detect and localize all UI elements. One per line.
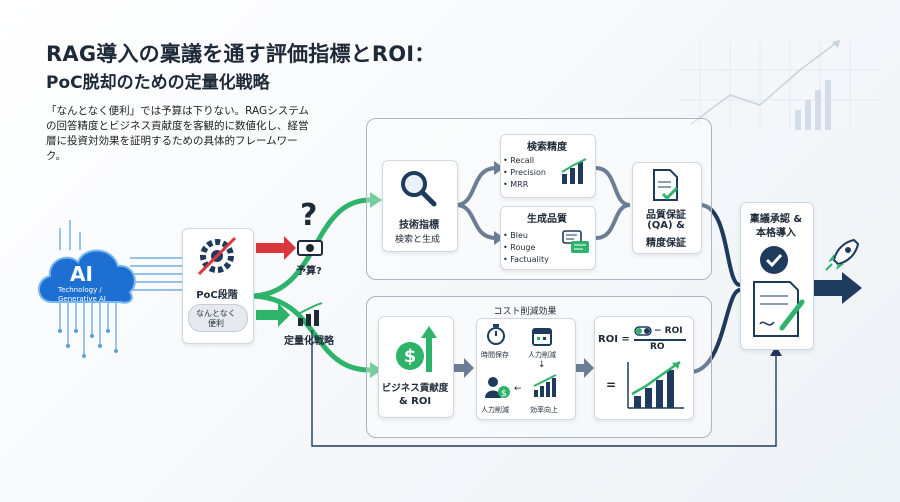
rising-bars-icon [561,158,587,184]
qa-line3: 精度保証 [646,238,686,249]
roi-equals: = [606,378,617,392]
budget-question-mark: ? [300,198,318,233]
ai-cloud-line2: Generative AI [58,295,106,303]
cost-labor-bottom-label: 人力削減 [481,406,509,414]
generation-title: 生成品質 [527,214,567,225]
ai-cloud-big: AI [70,262,93,286]
tech-label-line2: 検索と生成 [395,235,441,245]
down-arrow-icon: ↓ [538,360,546,370]
approval-document-icon [753,246,805,337]
cost-title: コスト削減効果 [493,307,557,317]
cost-efficiency-label: 効率向上 [530,406,558,414]
stopwatch-icon [487,324,505,345]
cost-labor-top-label: 人力削減 [528,351,556,359]
calendar-icon [532,328,552,346]
roi-numerator: − ROI [654,326,683,336]
poc-pill-line1: なんとなく [196,309,236,318]
svg-text:$: $ [501,389,507,399]
retrieval-item-1: • Recall [503,156,535,165]
poc-pill-line2: 便利 [208,319,224,328]
generation-item-3: • Factuality [503,255,549,264]
rocket-icon [825,238,860,271]
chat-bubble-icon [562,230,589,253]
biz-line1: ビジネス貢献度 [381,383,449,394]
money-icon [297,240,323,256]
biz-line2: & ROI [398,396,432,407]
retrieval-item-3: • MRR [503,180,529,189]
magnifier-icon [401,171,437,207]
page-subtitle: PoC脱却のための定量化戦略 [46,73,270,93]
page-title: RAG導入の稟議を通す評価指標とROI： [46,42,436,66]
poc-pill [188,304,248,332]
roi-denominator: RO [650,342,665,352]
intro-text: 「なんとなく便利」では予算は下りない。RAGシステムの回答精度とビジネス貢献度を… [46,105,309,162]
person-dollar-icon: $ [485,377,510,399]
gear-icon [197,236,237,276]
growth-bars-icon [533,374,557,397]
retrieval-title: 検索精度 [527,142,567,153]
generation-item-1: • Bleu [503,231,528,240]
retrieval-item-2: • Precision [503,168,546,177]
toggle-icon [634,326,652,336]
generation-item-2: • Rouge [503,243,536,252]
ai-cloud-line1: Technology / [58,286,102,294]
roi-fraction-line [634,339,686,341]
cost-time-label: 時間保存 [481,351,509,359]
poc-label: PoC段階 [196,290,238,301]
roi-growth-chart-icon [627,360,684,409]
ai-cloud-icon [38,249,136,304]
roi-lhs: ROI = [598,334,630,345]
svg-text:$: $ [404,346,417,367]
dollar-growth-icon: $ [396,326,437,372]
document-check-icon [653,169,679,201]
quant-label: 定量化戦略 [284,336,334,347]
budget-label: 予算? [296,266,322,277]
approval-line1: 稟議承認 & [749,214,803,225]
qa-line1: 品質保証 [646,210,686,221]
qa-line2: (QA) & [647,220,685,231]
approval-line2: 本格導入 [756,228,796,239]
left-arrow-icon: ← [514,384,522,394]
bar-chart-icon [297,302,323,326]
tech-label-line1: 技術指標 [399,220,439,231]
